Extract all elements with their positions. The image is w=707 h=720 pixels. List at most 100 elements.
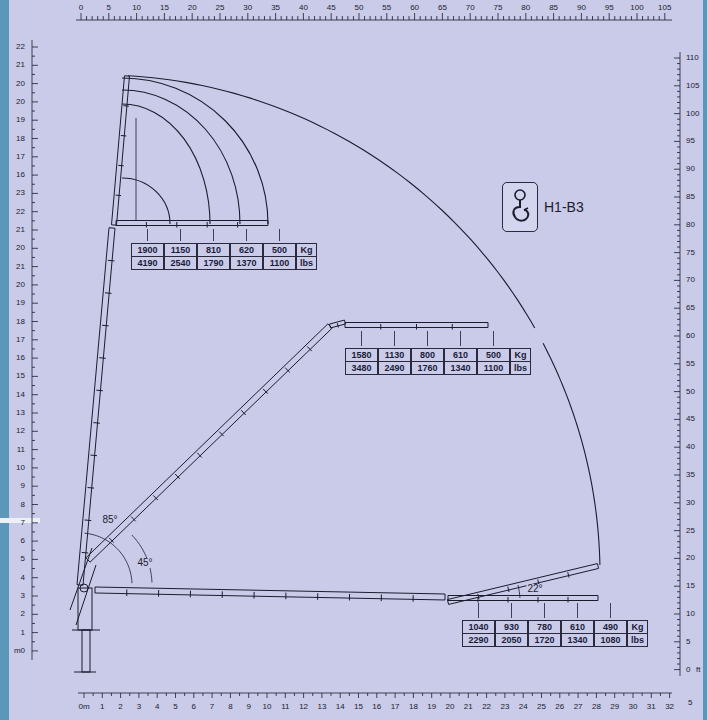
bottom-axis-label: 20 [446, 703, 455, 711]
bottom-axis-label: 13 [317, 703, 326, 711]
top-axis-label: 75 [494, 4, 503, 12]
bottom-axis-label: 5 [173, 703, 177, 711]
bottom-axis-label: 21 [464, 703, 473, 711]
bottom-axis-label: 32 [665, 703, 674, 711]
side-strip [0, 0, 9, 720]
top-axis-label: 30 [243, 4, 252, 12]
right-axis-label: 20 [686, 554, 695, 562]
load-value: 2540 [164, 256, 197, 270]
left-axis-label: 20 [16, 98, 25, 106]
right-axis-label: 75 [686, 249, 695, 257]
load-value: 610 [561, 620, 594, 634]
left-axis-label: 12 [16, 427, 25, 435]
left-axis-label: 23 [16, 189, 25, 197]
top-axis-label: 65 [438, 4, 447, 12]
left-axis-label: 22 [16, 43, 25, 51]
side-strip [703, 0, 707, 720]
top-axis-label: 70 [466, 4, 475, 12]
angle-label: 22° [526, 584, 543, 594]
angle-label: 45° [136, 558, 153, 568]
left-axis-label: 5 [21, 555, 25, 563]
top-axis-label: 95 [605, 4, 614, 12]
load-value: 1760 [411, 361, 444, 375]
bottom-axis-label: 7 [210, 703, 214, 711]
unit-cell: Kg [510, 348, 531, 362]
top-axis-label: 0 [79, 4, 83, 12]
load-value: 2490 [378, 361, 411, 375]
left-axis-label: 11 [17, 446, 25, 454]
left-axis-label: 16 [16, 354, 25, 362]
bottom-axis-label: 24 [519, 703, 528, 711]
unit-cell: lbs [296, 256, 317, 270]
left-axis-label: 13 [16, 409, 25, 417]
left-axis-label: 8 [21, 501, 25, 509]
bottom-axis-label: 15 [354, 703, 363, 711]
load-value: 1130 [378, 348, 411, 362]
bottom-axis-label: 27 [574, 703, 583, 711]
right-axis-label: 45 [686, 415, 695, 423]
right-axis-label: 10 [686, 610, 695, 618]
angle-label: 85° [101, 515, 118, 525]
left-axis-label: m0 [14, 647, 25, 655]
load-value: 2290 [462, 633, 495, 647]
right-axis-label: 35 [686, 471, 695, 479]
right-axis-label: 85 [686, 193, 695, 201]
left-axis-label: 2 [21, 610, 25, 618]
left-axis-label: 9 [21, 482, 25, 490]
bottom-axis-label: 25 [537, 703, 546, 711]
load-value: 1790 [197, 256, 230, 270]
left-axis-label: 14 [16, 391, 25, 399]
left-axis-label: 17 [16, 153, 25, 161]
hook-drawing [503, 183, 539, 233]
left-axis-label: 4 [21, 574, 25, 582]
load-value: 1080 [594, 633, 627, 647]
load-value: 1340 [444, 361, 477, 375]
top-axis-label: 15 [160, 4, 169, 12]
right-axis-label: 70 [686, 276, 695, 284]
left-axis-label: 22 [16, 208, 25, 216]
bottom-axis-label: 23 [500, 703, 509, 711]
bottom-axis-label: 12 [299, 703, 308, 711]
load-value: 780 [528, 620, 561, 634]
right-axis-label: 5 [688, 699, 692, 707]
load-value: 1040 [462, 620, 495, 634]
bottom-axis-label: 16 [372, 703, 381, 711]
right-axis-label: 30 [686, 499, 695, 507]
bottom-axis-label: 0m [78, 703, 89, 711]
top-axis-label: 5 [107, 4, 111, 12]
load-value: 1370 [230, 256, 263, 270]
left-axis-label: 21 [16, 226, 25, 234]
bottom-axis-label: 8 [228, 703, 232, 711]
left-axis-label: 20 [16, 281, 25, 289]
load-value: 2050 [495, 633, 528, 647]
right-axis-label: 110 [686, 54, 699, 62]
top-axis-label: 35 [271, 4, 280, 12]
load-value: 800 [411, 348, 444, 362]
left-axis-label: 21 [16, 263, 25, 271]
load-value: 1100 [263, 256, 296, 270]
bottom-axis-label: 30 [629, 703, 638, 711]
load-value: 1340 [561, 633, 594, 647]
bottom-axis-label: 18 [409, 703, 418, 711]
left-axis-label: 18 [16, 135, 25, 143]
ruler [32, 13, 680, 698]
load-value: 620 [230, 243, 263, 257]
left-axis-label: 7 [21, 519, 25, 527]
left-axis-label: 3 [21, 592, 25, 600]
top-axis-label: 40 [299, 4, 308, 12]
right-axis-label: 15 [686, 582, 695, 590]
top-axis-label: 85 [549, 4, 558, 12]
load-value: 500 [263, 243, 296, 257]
right-axis-label: 80 [686, 221, 695, 229]
bottom-axis-label: 29 [610, 703, 619, 711]
left-axis-label: 16 [16, 171, 25, 179]
hook-symbol-box: H1-B3 [502, 182, 584, 232]
load-value: 490 [594, 620, 627, 634]
load-value: 1100 [477, 361, 510, 375]
bottom-axis-label: 10 [263, 703, 272, 711]
left-axis-label: 19 [16, 116, 25, 124]
top-axis-label: 20 [188, 4, 197, 12]
top-axis-label: 90 [577, 4, 586, 12]
bottom-axis-label: 17 [391, 703, 400, 711]
load-value: 930 [495, 620, 528, 634]
